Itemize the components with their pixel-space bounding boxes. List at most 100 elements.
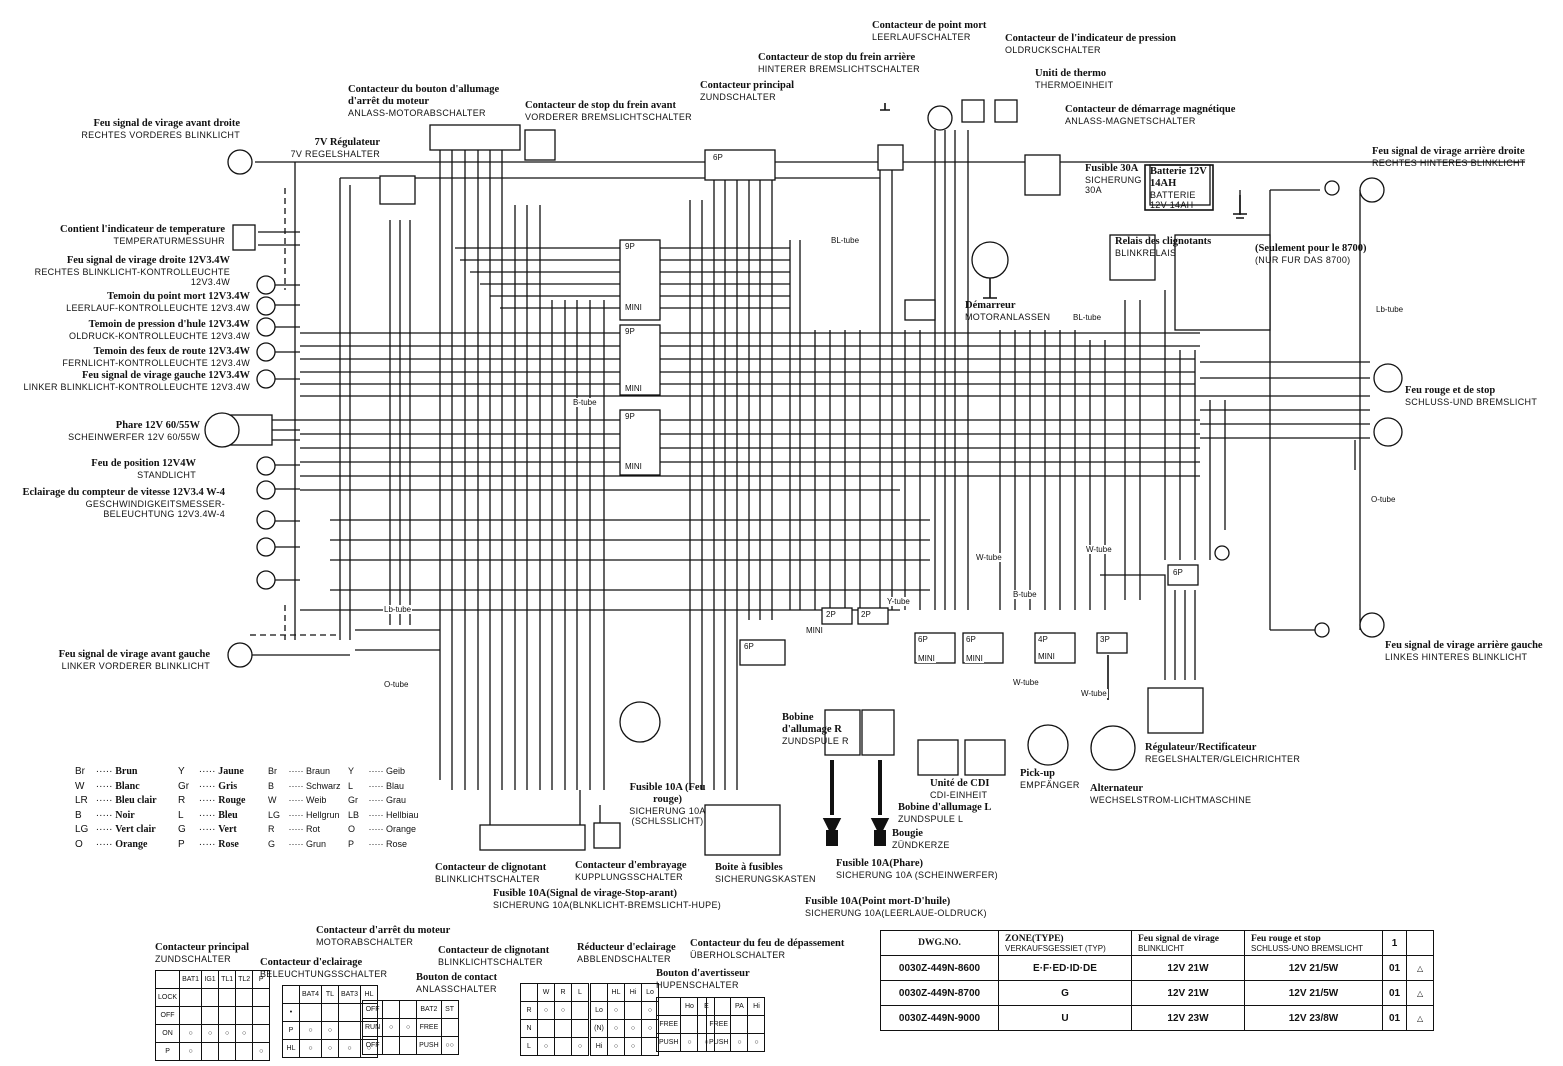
label-fuse-turn-stop: Fusible 10A(Signal de virage-Stop-arant)… <box>493 888 722 911</box>
legend-row: R ····· Rot <box>268 824 321 835</box>
label-fuse-30a: Fusible 30A SICHERUNG 30A <box>1085 163 1142 196</box>
cell: Ho <box>680 997 699 1016</box>
legend-row: L ····· Bleu <box>178 809 238 821</box>
label-starter-motor: Démarreur MOTORANLASSEN <box>965 300 1051 323</box>
label-speedo-light: Eclairage du compteur de vitesse 12V3.4 … <box>22 487 226 520</box>
tag-mini-1: MINI <box>624 303 643 312</box>
tag-w-tube-3: W-tube <box>1012 678 1040 687</box>
dwg-head-no: DWG.NO. <box>880 930 999 956</box>
cell: ON <box>154 1024 181 1043</box>
tag-w-tube-4: W-tube <box>1080 689 1108 698</box>
cell: P <box>252 970 271 989</box>
dwg-cell: 0030Z-449N-8600 <box>880 955 999 981</box>
label-table-horn: Bouton d'avertisseur HUPENSCHALTER <box>656 968 750 991</box>
cell <box>282 985 300 1004</box>
cell: (N) <box>590 1019 608 1038</box>
cell: Lo <box>641 983 659 1002</box>
label-tail-stop: Feu rouge et de stop SCHLUSS-UND BREMSLI… <box>1405 385 1538 408</box>
tag-9p-1: 9P <box>624 242 636 251</box>
tag-9p-3: 9P <box>624 412 636 421</box>
legend-row: W ····· Weib <box>268 795 327 806</box>
cell: • <box>282 1003 300 1022</box>
label-oil-indicator: Temoin de pression d'hule 12V3.4W OLDRUC… <box>68 319 250 342</box>
dwg-cell: 01 <box>1381 980 1408 1006</box>
cell: FREE <box>705 1015 732 1034</box>
label-reg-rectifier: Régulateur/Rectificateur REGELSHALTER/GL… <box>1145 742 1301 765</box>
cell: TL1 <box>218 970 237 989</box>
cell: Hi <box>624 983 642 1002</box>
cell: FREE <box>655 1015 682 1034</box>
table-row: Lo○○ <box>590 1001 659 1020</box>
legend-row: Gr ····· Gris <box>178 780 238 792</box>
label-fuse-box: Boite à fusibles SICHERUNGSKASTEN <box>715 862 816 885</box>
label-battery: Batterie 12V 14AH BATTERIE 12V 14AH <box>1150 166 1207 211</box>
cell: Hi <box>590 1037 608 1056</box>
cell: R <box>520 1001 538 1020</box>
label-table-dimmer: Réducteur d'eclairage ABBLENDSCHALTER <box>577 942 676 965</box>
tag-mini-3: MINI <box>624 462 643 471</box>
legend-de-col2: Y ····· Geib L ····· Blau Gr ····· Grau … <box>348 766 419 854</box>
dwg-cell: G <box>998 980 1132 1006</box>
legend-row: G ····· Vert <box>178 824 237 836</box>
dwg-cell: U <box>998 1005 1132 1031</box>
dwg-cell: 12V 23/8W <box>1244 1005 1383 1031</box>
triangle-icon: △ <box>1406 980 1435 1006</box>
tag-mini-4p: MINI <box>1037 652 1056 661</box>
table-row: Hi○○ <box>590 1037 659 1056</box>
cell: R <box>554 983 572 1002</box>
tag-6p-coil: 6P <box>743 642 755 651</box>
label-front-brake-switch: Contacteur de stop du frein avant VORDER… <box>525 100 692 123</box>
table-row: LOCK <box>154 988 271 1007</box>
tag-4p: 4P <box>1037 635 1049 644</box>
cell: P <box>154 1042 181 1061</box>
label-turn-relay: Relais des clignotants BLINKRELAIS <box>1115 236 1212 259</box>
legend-row: LG ····· Hellgrun <box>268 809 340 820</box>
cell: LOCK <box>154 988 181 1007</box>
table-row: 0030Z-449N-8700 G 12V 21W 12V 21/5W 01 △ <box>880 980 1435 1006</box>
legend-de-col1: Br ····· Braun B ····· Schwarz W ····· W… <box>268 766 341 854</box>
dwg-cell: 12V 21/5W <box>1244 980 1383 1006</box>
tag-bl-tube: BL-tube <box>830 236 861 245</box>
label-ignition-kill: Contacteur du bouton d'allumage d'arrêt … <box>348 84 500 119</box>
cell: W <box>537 983 555 1002</box>
legend-row: B ····· Schwarz <box>268 780 341 791</box>
legend-row: Br ····· Braun <box>268 766 331 776</box>
label-table-kill: Contacteur d'arrêt du moteur MOTORABSCHA… <box>316 925 451 948</box>
label-position-light: Feu de position 12V4W STANDLICHT <box>91 458 196 481</box>
label-only-8700: (Seulement pour le 8700) (NUR FUR DAS 87… <box>1255 243 1367 266</box>
cell: BAT4 <box>299 985 322 1004</box>
tag-6p-main: 6P <box>712 153 724 162</box>
tag-6p-cdi2: 6P <box>965 635 977 644</box>
tag-w-tube: W-tube <box>975 553 1003 562</box>
cell: P <box>282 1021 300 1040</box>
dwg-cell: 01 <box>1381 1005 1408 1031</box>
cell: ST <box>440 1000 459 1019</box>
cell: PUSH <box>705 1033 732 1052</box>
label-oil-pressure-switch: Contacteur de l'indicateur de pression O… <box>1005 33 1176 56</box>
dwg-cell: 12V 21/5W <box>1244 955 1383 981</box>
label-rear-left-turn: Feu signal de virage arrière gauche LINK… <box>1385 640 1543 663</box>
table-row: 0030Z-449N-9000 U 12V 23W 12V 23/8W 01 △ <box>880 1005 1435 1031</box>
cell: BAT3 <box>338 985 361 1004</box>
legend-fr-col2: Y ····· Jaune Gr ····· Gris R ····· Roug… <box>178 766 245 854</box>
label-alternator: Alternateur WECHSELSTROM-LICHTMASCHINE <box>1090 783 1252 806</box>
table-row: L○○ <box>520 1037 589 1056</box>
tag-9p-2: 9P <box>624 327 636 336</box>
table-row: 0030Z-449N-8600 E·F·ED·ID·DE 12V 21W 12V… <box>880 955 1435 981</box>
label-table-starter: Bouton de contact ANLASSCHALTER <box>416 972 498 995</box>
label-rear-right-turn: Feu signal de virage arrière droite RECH… <box>1372 146 1526 169</box>
cell: L <box>571 983 589 1002</box>
tag-2p-r: 2P <box>825 610 837 619</box>
cell: BAT1 <box>179 970 203 989</box>
cell: OFF <box>361 1000 384 1019</box>
cell: N <box>520 1019 538 1038</box>
legend-fr-col1: Br ····· Brun W ····· Blanc LR ····· Ble… <box>75 766 157 854</box>
